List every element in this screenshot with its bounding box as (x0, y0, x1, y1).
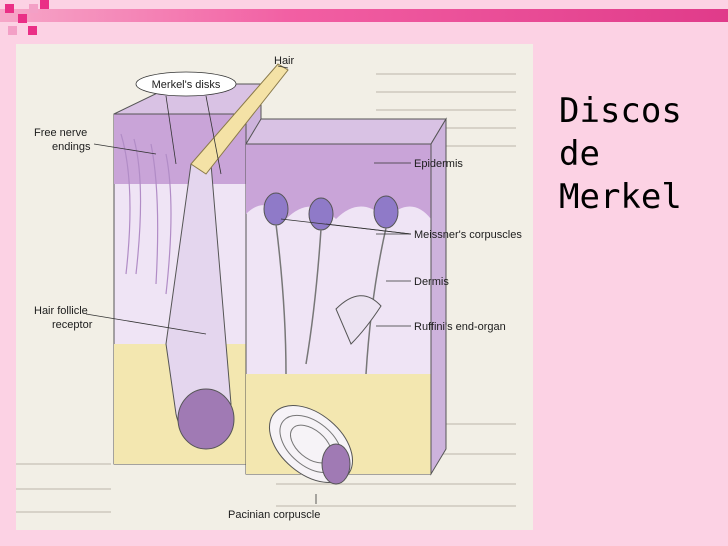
corner-square-decoration (28, 26, 37, 35)
label-merkels-disks: Merkel's disks (152, 79, 221, 91)
corner-square-decoration (29, 4, 38, 13)
label-free-nerve-endings-line1: Free nerve (34, 127, 87, 139)
label-epidermis: Epidermis (414, 158, 463, 170)
label-free-nerve-endings-line2: endings (52, 141, 91, 153)
top-accent-bar (0, 9, 728, 22)
label-hair-follicle-receptor-line1: Hair follicle (34, 305, 88, 317)
corner-square-decoration (40, 0, 49, 9)
right-skin-block (245, 117, 447, 485)
label-dermis: Dermis (414, 276, 449, 288)
corner-square-decoration (18, 14, 27, 23)
label-hair: Hair (274, 55, 295, 67)
corner-square-decoration (8, 26, 17, 35)
slide-title: Discos de Merkel (559, 91, 682, 217)
label-meissners-corpuscles: Meissner's corpuscles (414, 229, 522, 241)
label-pacinian-corpuscle: Pacinian corpuscle (228, 509, 320, 521)
label-hair-follicle-receptor-line2: receptor (52, 319, 93, 331)
hair-follicle (165, 63, 289, 450)
skin-receptors-diagram: Merkel's disks Hair Free nerve endings E… (16, 44, 533, 530)
pacinian-corpuscle-shape (268, 405, 354, 485)
corner-square-decoration (5, 4, 14, 13)
label-ruffinis-end-organ: Ruffini's end-organ (414, 321, 506, 333)
